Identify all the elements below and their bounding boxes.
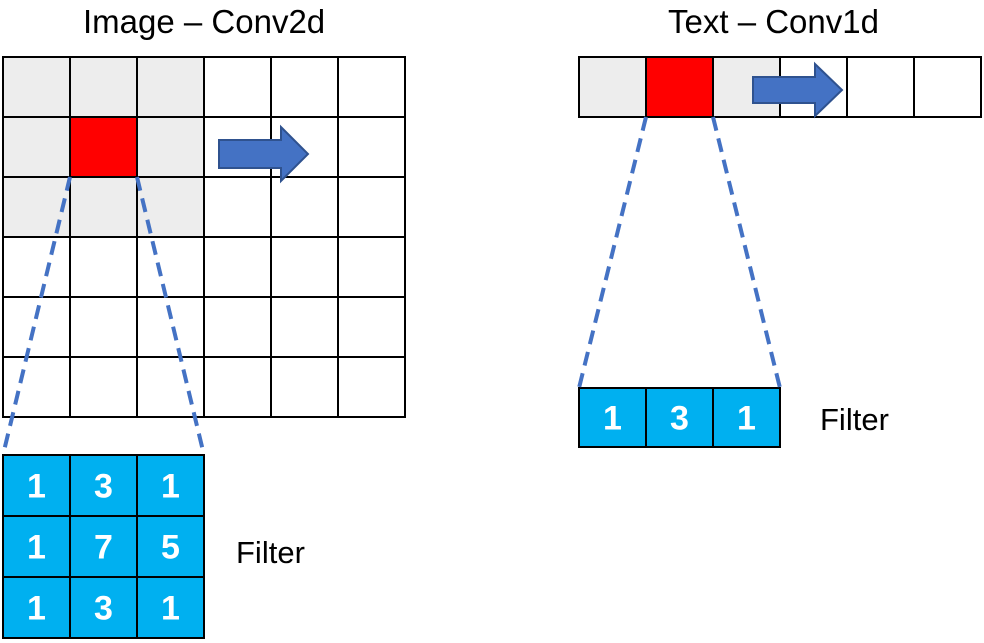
grid-cell (270, 56, 339, 118)
grid-cell (136, 356, 205, 418)
grid-cell (203, 356, 272, 418)
receptive-field-cell (2, 56, 71, 118)
filter-value: 3 (94, 468, 113, 506)
grid-cell (203, 296, 272, 358)
grid-cell (337, 236, 406, 298)
grid-cell (69, 296, 138, 358)
filter-value: 1 (161, 468, 180, 506)
stride-arrow-icon (218, 124, 310, 184)
filter-value: 1 (27, 590, 46, 628)
grid-cell (69, 356, 138, 418)
filter-value: 3 (670, 400, 689, 438)
conv1d-title: Text – Conv1d (668, 3, 879, 40)
grid-cell (2, 236, 71, 298)
filter-cell (712, 387, 781, 448)
conv2d-filter-label: Filter (236, 535, 305, 570)
sequence-cell (846, 56, 915, 118)
filter-value: 1 (603, 400, 622, 438)
projection-line (135, 176, 206, 456)
grid-cell (2, 356, 71, 418)
active-cell (645, 56, 714, 118)
grid-cell (136, 296, 205, 358)
grid-cell (270, 356, 339, 418)
projection-line (577, 116, 648, 389)
filter-cell (69, 576, 138, 639)
stride-arrow-icon (752, 61, 844, 119)
filter-value: 3 (94, 590, 113, 628)
active-cell (69, 116, 138, 178)
filter-value: 7 (94, 529, 113, 567)
receptive-field-cell (578, 56, 647, 118)
grid-cell (337, 356, 406, 418)
receptive-field-cell (69, 56, 138, 118)
projection-line (711, 116, 782, 389)
conv2d-title: Image – Conv2d (83, 3, 326, 40)
receptive-field-cell (2, 116, 71, 178)
grid-cell (337, 296, 406, 358)
grid-cell (203, 56, 272, 118)
receptive-field-cell (69, 176, 138, 238)
grid-cell (203, 176, 272, 238)
grid-cell (69, 236, 138, 298)
grid-cell (2, 296, 71, 358)
filter-cell (69, 454, 138, 517)
filter-cell (2, 576, 71, 639)
grid-cell (270, 176, 339, 238)
grid-cell (270, 296, 339, 358)
filter-value: 5 (161, 529, 180, 567)
grid-cell (136, 236, 205, 298)
filter-value: 1 (27, 468, 46, 506)
filter-cell (645, 387, 714, 448)
filter-value: 1 (161, 590, 180, 628)
filter-value: 1 (27, 529, 46, 567)
grid-cell (337, 56, 406, 118)
filter-cell (136, 576, 205, 639)
sequence-cell (913, 56, 982, 118)
grid-cell (203, 236, 272, 298)
grid-cell (337, 176, 406, 238)
filter-value: 1 (737, 400, 756, 438)
receptive-field-cell (136, 56, 205, 118)
receptive-field-cell (136, 116, 205, 178)
conv1d-filter-label: Filter (820, 402, 889, 437)
filter-cell (578, 387, 647, 448)
projection-line (1, 176, 72, 456)
filter-cell (69, 515, 138, 578)
receptive-field-cell (2, 176, 71, 238)
grid-cell (270, 236, 339, 298)
receptive-field-cell (136, 176, 205, 238)
grid-cell (337, 116, 406, 178)
